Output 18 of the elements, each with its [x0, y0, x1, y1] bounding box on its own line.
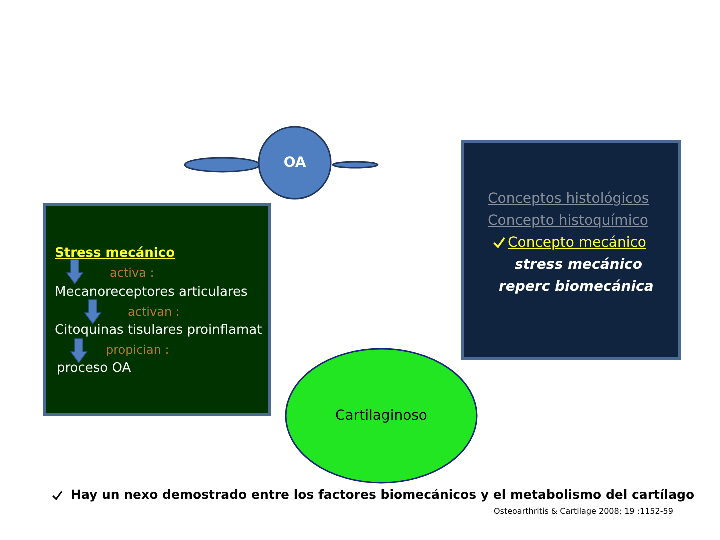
verb-text: activa :	[110, 266, 154, 280]
concepts-panel	[461, 140, 681, 360]
node-label: OA	[282, 155, 308, 171]
verb-text: activan :	[128, 305, 180, 319]
concept-text: Conceptos histológicos	[488, 191, 650, 207]
concept-text: Concepto mecánico	[508, 235, 646, 251]
node-label: Cartilaginoso	[334, 408, 429, 424]
concept-text: reperc biomecánica	[499, 279, 654, 295]
step-text: Mecanoreceptores articulares	[55, 285, 248, 300]
concept-text: stress mecánico	[515, 257, 642, 273]
step-text: proceso OA	[57, 361, 132, 376]
step-text: Citoquinas tisulares proinflamat	[55, 323, 262, 338]
citation-text: Osteoarthritis & Cartilage 2008; 19 :1152-59	[494, 507, 674, 516]
verb-text: propician :	[106, 343, 170, 357]
note-text: Hay un nexo demostrado entre los factores biomecánicos y el metabolismo del cartílago	[71, 487, 695, 502]
concept-text: Concepto histoquímico	[488, 213, 648, 229]
mechanism-panel	[43, 203, 271, 416]
step-text: Stress mecánico	[55, 246, 175, 261]
